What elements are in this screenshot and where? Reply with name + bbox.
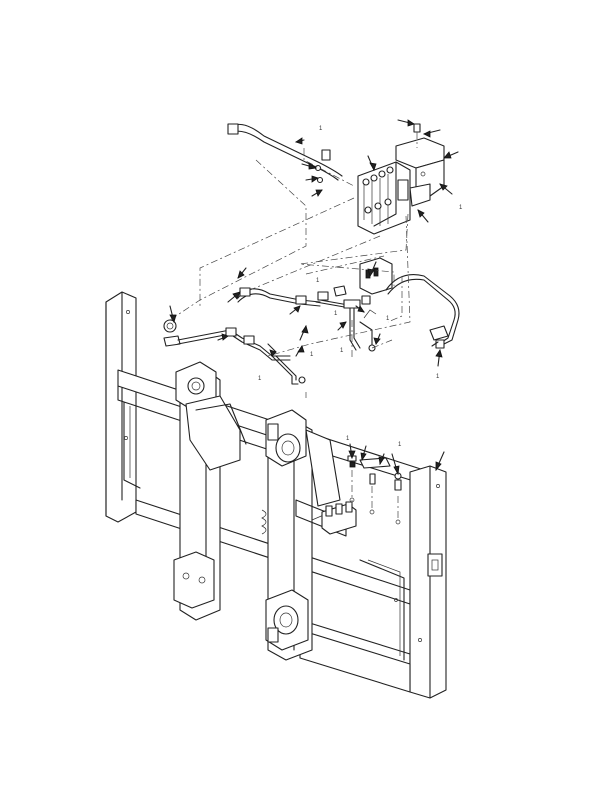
callout-label: 1 <box>319 126 323 132</box>
right-fork-arm <box>261 409 347 661</box>
electrical-cable <box>385 274 460 349</box>
callout-label: 1 <box>334 311 338 317</box>
control-valve <box>357 161 411 235</box>
callout-label: 1 <box>316 278 320 284</box>
mounting-bracket <box>395 123 445 207</box>
callout-label: 1 <box>459 205 463 211</box>
callout-label: 1 <box>258 376 262 382</box>
left-fork-arm <box>173 361 247 621</box>
callout-label: 1 <box>398 442 402 448</box>
manifold-fittings <box>321 455 402 535</box>
assembly-centerlines <box>169 148 411 398</box>
callout-label: 1 <box>436 374 440 380</box>
arrow-heads <box>169 119 452 476</box>
switch-housing <box>333 257 393 305</box>
callout-label: 1 <box>310 352 314 358</box>
hydraulic-hoses <box>163 287 377 385</box>
callout-label: 1 <box>346 436 350 442</box>
callout-labels: 1 1 1 1 1 1 1 1 1 1 1 <box>258 126 463 448</box>
callout-label: 1 <box>340 348 344 354</box>
upper-hose <box>227 123 343 184</box>
callout-label: 1 <box>386 316 390 322</box>
